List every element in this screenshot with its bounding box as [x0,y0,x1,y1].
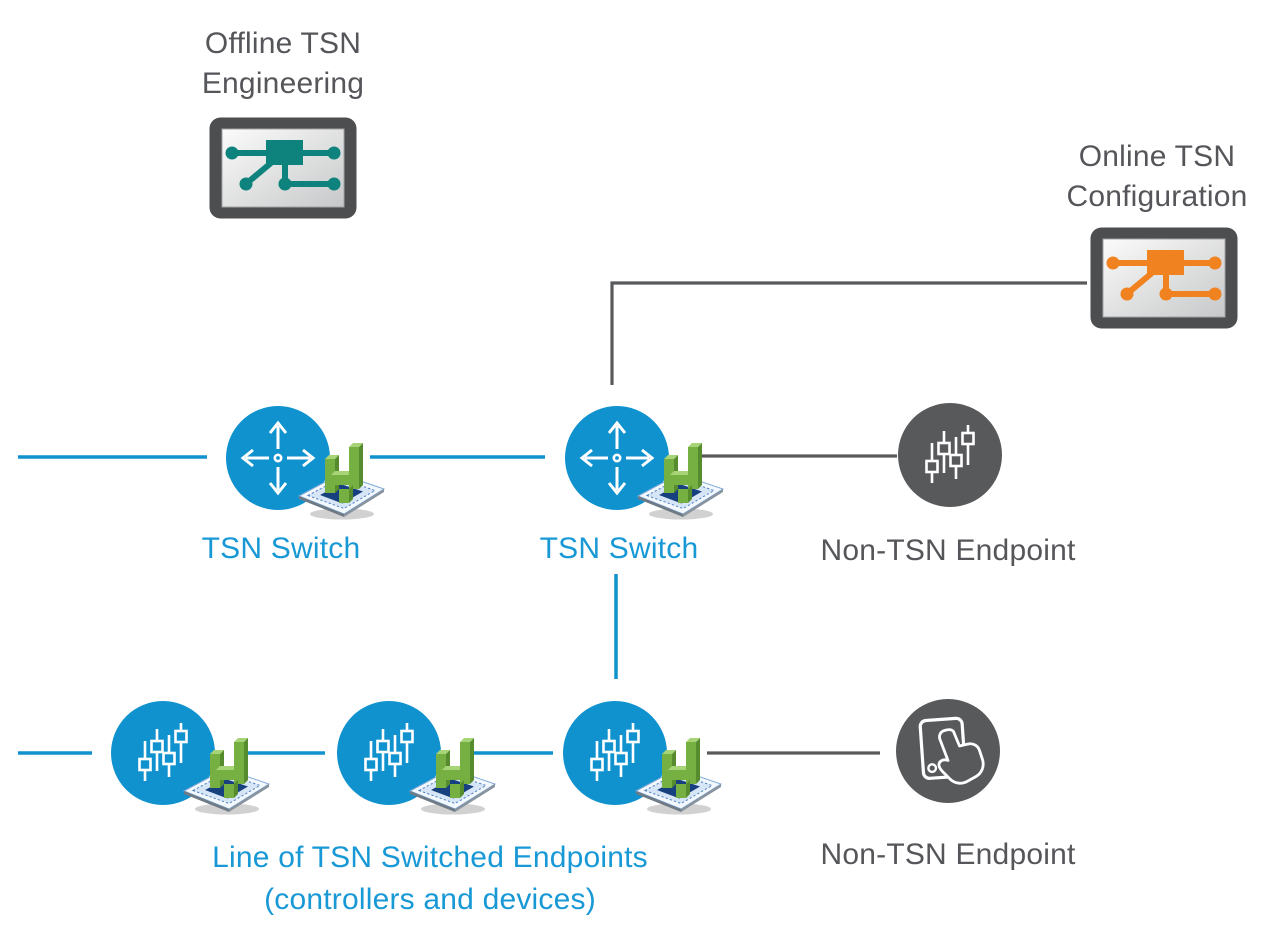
online-label-line1: Online TSN [1078,140,1236,173]
tsn-switch-2-node [565,406,669,510]
offline-label-line1: Offline TSN [204,27,362,60]
tsn-chip-icon [634,732,722,820]
offline-tsn-engineering-label: Offline TSN Engineering [202,24,364,104]
tsn-endpoint-3-node [563,701,667,805]
non-tsn-endpoint-top-node [898,403,1002,507]
tsn-endpoint-1-node [111,701,215,805]
sliders-icon [111,701,215,805]
tsn-endpoint-2-node [337,701,441,805]
line-of-tsn-endpoints-line1: Line of TSN Switched Endpoints [212,841,648,874]
tablet-touch-icon [896,699,1000,803]
sliders-icon [337,701,441,805]
tsn-chip-icon [636,437,724,525]
non-tsn-endpoint-bottom-label: Non-TSN Endpoint [820,838,1076,871]
non-tsn-endpoint-top-label: Non-TSN Endpoint [820,534,1076,567]
line-of-tsn-endpoints-line2: (controllers and devices) [264,883,596,916]
sliders-icon [563,701,667,805]
sliders-icon [898,403,1002,507]
tsn-switch-1-label: TSN Switch [201,532,361,565]
network-topology-monitor-icon [208,116,358,220]
link-switch2-online-config [610,281,1087,385]
offline-engineering-monitor-icon [208,116,358,220]
four-way-arrows-icon [565,406,669,510]
network-topology-monitor-icon [1089,226,1239,330]
tsn-switch-1-node [226,406,330,510]
four-way-arrows-icon [226,406,330,510]
tsn-chip-icon [182,732,270,820]
tsn-switch-2-label: TSN Switch [539,532,699,565]
tsn-chip-icon [297,437,385,525]
online-configuration-monitor-icon [1089,226,1239,330]
online-label-line2: Configuration [1066,180,1248,213]
online-tsn-configuration-label: Online TSN Configuration [1066,137,1247,217]
offline-label-line2: Engineering [201,67,365,100]
tsn-chip-icon [408,732,496,820]
non-tsn-endpoint-bottom-node [896,699,1000,803]
line-of-tsn-endpoints-label: Line of TSN Switched Endpoints (controll… [212,837,648,921]
